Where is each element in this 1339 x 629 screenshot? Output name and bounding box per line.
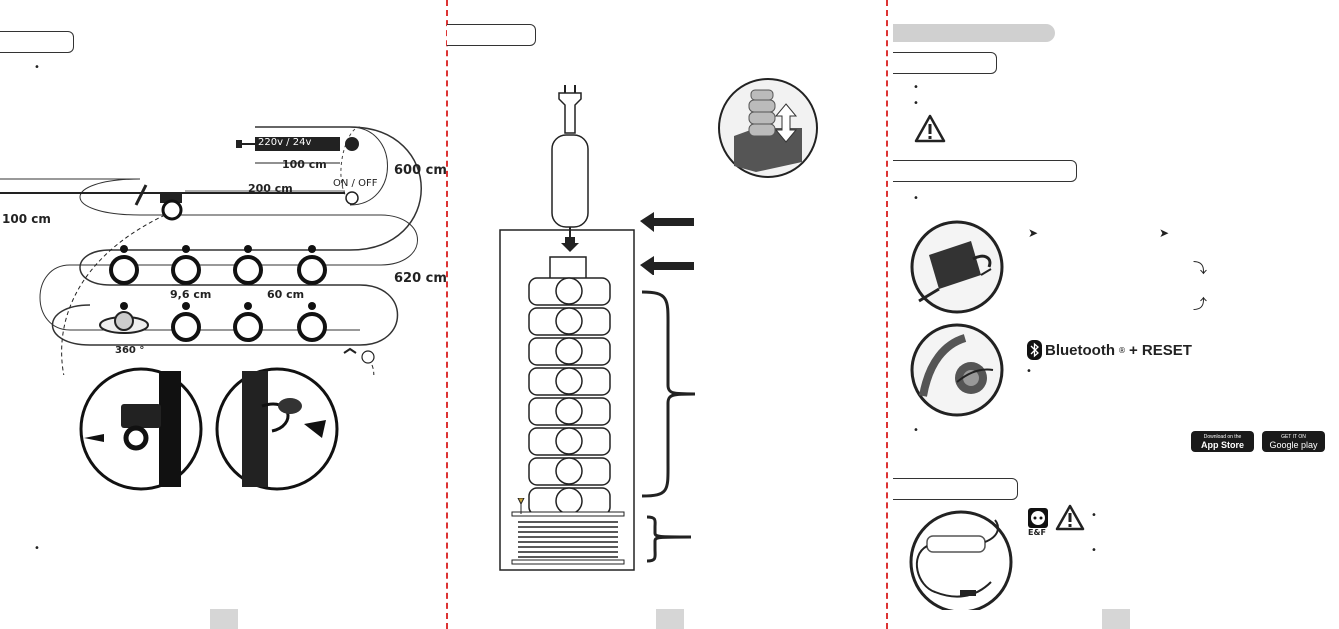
warning-icon	[1055, 504, 1085, 531]
mounting-illustration-left	[79, 367, 203, 491]
ef-label: E&F	[1028, 528, 1046, 537]
cable-reel	[511, 498, 625, 565]
warning-icon	[914, 114, 946, 143]
page-number-box-left	[210, 609, 238, 629]
right-section-tab-1	[893, 52, 997, 74]
curved-arrow-down-icon: ⤵	[1193, 261, 1207, 277]
bullet-dot: •	[913, 425, 919, 436]
callout-arrows	[640, 212, 694, 275]
socket-ef-icon: E&F	[1028, 508, 1048, 538]
bluetooth-reg: ®	[1117, 345, 1126, 355]
header-gray-bar	[893, 24, 1055, 42]
spacing-60cm: 60 cm	[267, 288, 305, 301]
bullet-dot: •	[913, 98, 919, 109]
google-play-badge[interactable]: GET IT ON Google play	[1262, 431, 1325, 452]
left-section-tab	[0, 31, 74, 53]
length-100cm-left: 100 cm	[2, 212, 51, 226]
right-section-tab-2	[893, 160, 1077, 182]
app-store-badge[interactable]: Download on the App Store	[1191, 431, 1254, 452]
reset-label: + RESET	[1128, 341, 1192, 359]
bullet-dot: •	[34, 543, 40, 554]
packaging-photo	[718, 78, 818, 178]
page-number-box-right	[1102, 609, 1130, 629]
light-string-diagram	[0, 126, 422, 375]
rotation-360: 360 °	[115, 345, 145, 356]
bullet-dot: •	[913, 82, 919, 93]
middle-section-tab	[447, 24, 536, 46]
bullet-dot: •	[1091, 545, 1097, 556]
bluetooth-label: Bluetooth	[1045, 341, 1115, 359]
fold-line-right	[886, 0, 888, 629]
length-600cm: 600 cm	[394, 163, 447, 178]
length-100cm-top: 100 cm	[282, 158, 327, 171]
bracket-bulbs	[641, 290, 696, 498]
bracket-reel	[646, 515, 692, 563]
bulb-stack	[527, 276, 612, 522]
google-play-small: GET IT ON	[1281, 433, 1306, 440]
cable-photo	[909, 510, 1013, 610]
fold-line-left	[446, 0, 448, 629]
app-store-big: App Store	[1200, 439, 1244, 450]
bullet-dot: •	[913, 193, 919, 204]
controller-photo	[910, 220, 1004, 314]
hand-press-photo	[910, 323, 1004, 417]
mounting-illustration-right	[215, 367, 339, 491]
length-620cm: 620 cm	[394, 271, 447, 286]
transformer-label: 220v / 24v	[258, 137, 312, 148]
spacing-9-6cm: 9,6 cm	[170, 288, 212, 301]
length-200cm: 200 cm	[248, 182, 293, 195]
bluetooth-icon	[1027, 340, 1042, 360]
app-store-small: Download on the	[1203, 433, 1242, 440]
page-number-box-middle	[656, 609, 684, 629]
curved-arrow-up-icon: ⤴	[1193, 297, 1207, 313]
bluetooth-reset-label: Bluetooth® + RESET	[1027, 340, 1192, 360]
on-off-label: ON / OFF	[333, 178, 378, 189]
bullet-dot: •	[1026, 366, 1032, 377]
chevron-right-icon: ➤	[1028, 226, 1039, 240]
google-play-big: Google play	[1269, 439, 1318, 450]
right-section-tab-3	[893, 478, 1018, 500]
bullet-dot: •	[1091, 510, 1097, 521]
chevron-right-icon: ➤	[1159, 226, 1170, 240]
bullet-dot: •	[34, 62, 40, 73]
